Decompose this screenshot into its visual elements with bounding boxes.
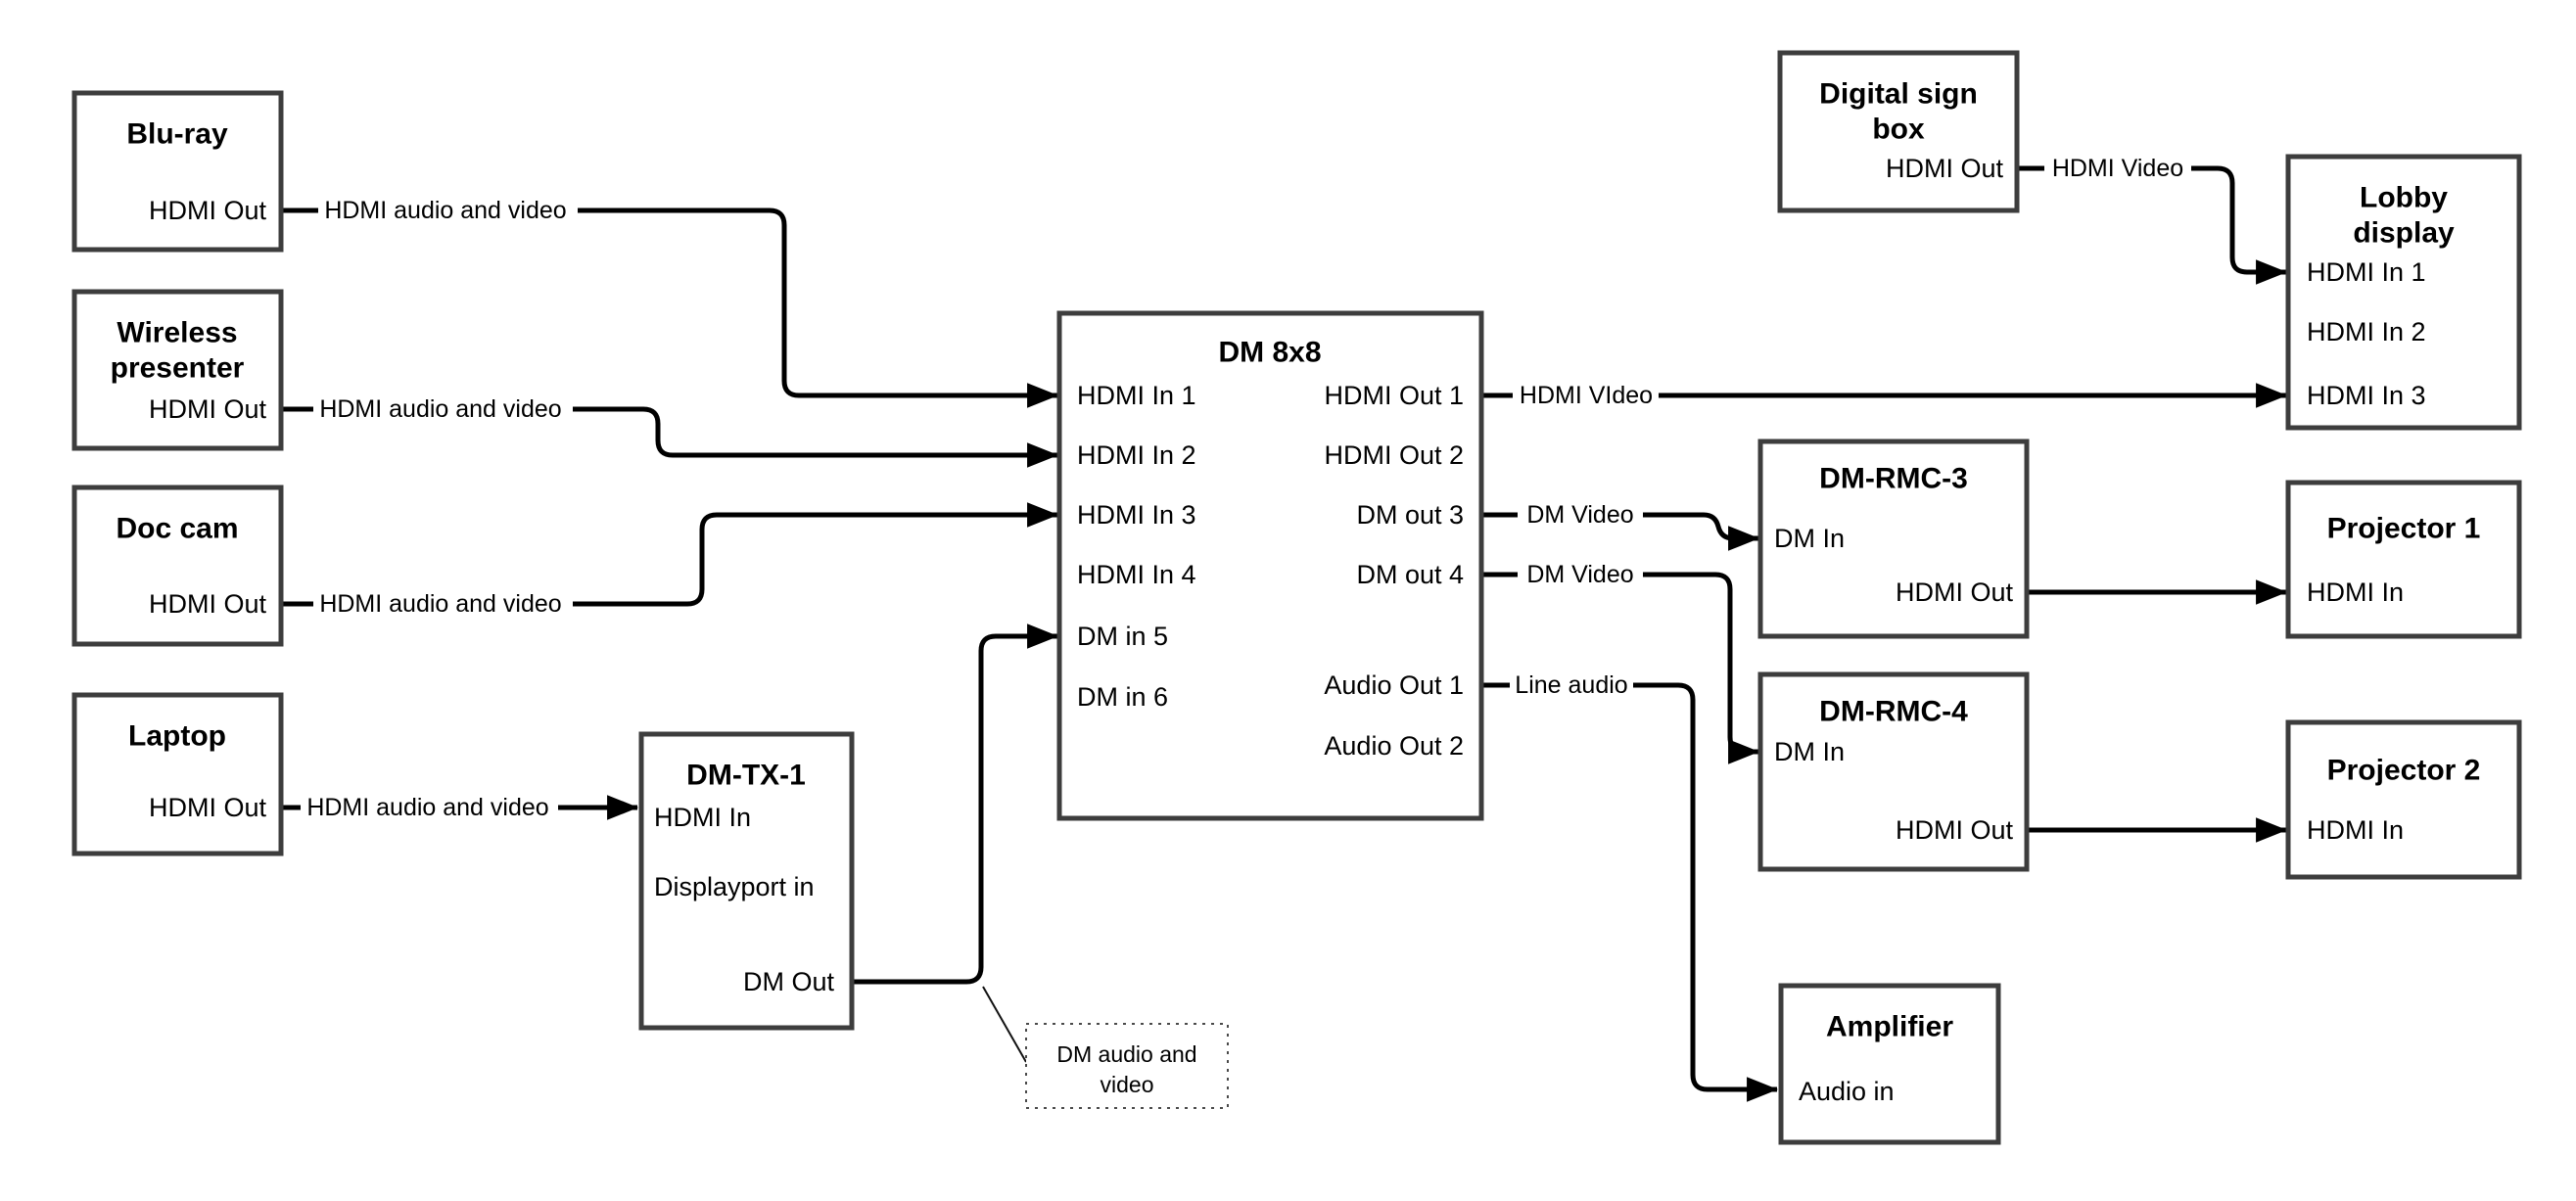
wire-label-wireless: HDMI audio and video [319,395,561,423]
digital-sign-title-line1: Digital sign [1819,78,1978,111]
wire-label-audio-out1: Line audio [1515,671,1627,699]
dm8x8-port-hdmi-in-3: HDMI In 3 [1077,500,1196,530]
lobby-display-title-line2: display [2353,217,2455,250]
doccam-box [71,485,284,647]
callout-text-line2: video [1101,1072,1154,1097]
lobby-display-title-line1: Lobby [2360,182,2448,214]
doccam-title: Doc cam [116,513,238,545]
projector2-box [2285,719,2522,880]
wireless-presenter-box [71,289,284,451]
wire-label-laptop: HDMI audio and video [306,794,548,821]
laptop-title: Laptop [128,720,226,753]
projector2-port-hdmi-in: HDMI In [2307,815,2404,845]
dmrmc4-port-hdmi-out: HDMI Out [1896,815,2014,845]
dmrmc3-title: DM-RMC-3 [1819,463,1968,495]
amplifier-title: Amplifier [1826,1011,1953,1043]
laptop-port-hdmi-out: HDMI Out [149,793,267,822]
digital-sign-port-hdmi-out: HDMI Out [1886,154,2004,183]
wire-audio1-to-amplifier [1633,682,1779,1102]
dmrmc3-port-dm-in: DM In [1774,524,1845,553]
dmrmc4-title: DM-RMC-4 [1819,696,1968,728]
dm8x8-port-dm-in-5: DM in 5 [1077,622,1168,651]
projector1-box [2285,480,2522,639]
dmtx1-port-dm-out: DM Out [743,967,835,996]
lobby-display-port-hdmi-in-2: HDMI In 2 [2307,317,2426,346]
bluray-box [71,90,284,253]
wire-wireless-to-dm8x8-in2 [573,406,1059,468]
wire-digisign-to-lobby-in1 [2191,165,2288,285]
wireless-presenter-title-line1: Wireless [117,317,237,349]
dm8x8-port-hdmi-in-2: HDMI In 2 [1077,440,1196,470]
digital-sign-title-line2: box [1872,114,1925,146]
wire-label-dm-out4: DM Video [1526,561,1633,588]
doccam-port-hdmi-out: HDMI Out [149,589,267,619]
wire-label-hdmi-out1: HDMI VIdeo [1520,382,1653,409]
projector1-title: Projector 1 [2327,513,2481,545]
amplifier-box [1778,983,2001,1145]
callout-dm-audio-video-box [1025,1023,1229,1109]
dm8x8-port-dm-in-6: DM in 6 [1077,682,1168,712]
dm8x8-port-dm-out-4: DM out 4 [1356,560,1464,589]
wire-label-digisign: HDMI Video [2052,155,2183,182]
dm8x8-port-hdmi-in-4: HDMI In 4 [1077,560,1196,589]
wire-dmtx1-to-dm8x8-in5 [852,624,1059,985]
wireless-presenter-title-line2: presenter [111,352,245,385]
dm8x8-port-hdmi-out-1: HDMI Out 1 [1324,381,1464,410]
wire-doccam-to-dm8x8-in3 [573,502,1059,607]
lobby-display-port-hdmi-in-1: HDMI In 1 [2307,257,2426,287]
lobby-display-port-hdmi-in-3: HDMI In 3 [2307,381,2426,410]
wireless-presenter-port-hdmi-out: HDMI Out [149,394,267,424]
dmtx1-port-displayport-in: Displayport in [654,872,815,901]
dmrmc4-box [1757,671,2030,872]
amplifier-port-audio-in: Audio in [1799,1077,1895,1106]
wire-out4-to-dmrmc4 [1643,572,1760,764]
dm8x8-port-hdmi-out-2: HDMI Out 2 [1324,440,1464,470]
wire-out3-to-dmrmc3 [1643,512,1760,551]
dmrmc4-port-dm-in: DM In [1774,737,1845,766]
wire-label-doccam: HDMI audio and video [319,590,561,618]
bluray-title: Blu-ray [126,118,228,151]
dm8x8-port-audio-out-1: Audio Out 1 [1324,670,1464,700]
dm8x8-box [1056,310,1484,821]
callout-text-line1: DM audio and [1056,1041,1196,1067]
dm8x8-title: DM 8x8 [1218,337,1321,369]
dm8x8-port-dm-out-3: DM out 3 [1356,500,1464,530]
laptop-box [71,692,284,856]
dmtx1-box [638,731,855,1031]
lobby-display-box [2285,154,2522,431]
projector1-port-hdmi-in: HDMI In [2307,577,2404,607]
dmrmc3-box [1757,439,2030,639]
wire-bluray-to-dm8x8-in1 [578,208,1059,408]
projector2-title: Projector 2 [2327,755,2481,787]
wire-label-bluray: HDMI audio and video [324,197,566,224]
dmtx1-title: DM-TX-1 [686,760,806,792]
dm8x8-port-hdmi-in-1: HDMI In 1 [1077,381,1196,410]
dmtx1-port-hdmi-in: HDMI In [654,803,751,832]
bluray-port-hdmi-out: HDMI Out [149,196,267,225]
digital-sign-box [1777,50,2020,213]
dm8x8-port-audio-out-2: Audio Out 2 [1324,731,1464,761]
wire-label-dm-out3: DM Video [1526,501,1633,529]
dmrmc3-port-hdmi-out: HDMI Out [1896,577,2014,607]
callout-leader-line [982,986,1027,1063]
